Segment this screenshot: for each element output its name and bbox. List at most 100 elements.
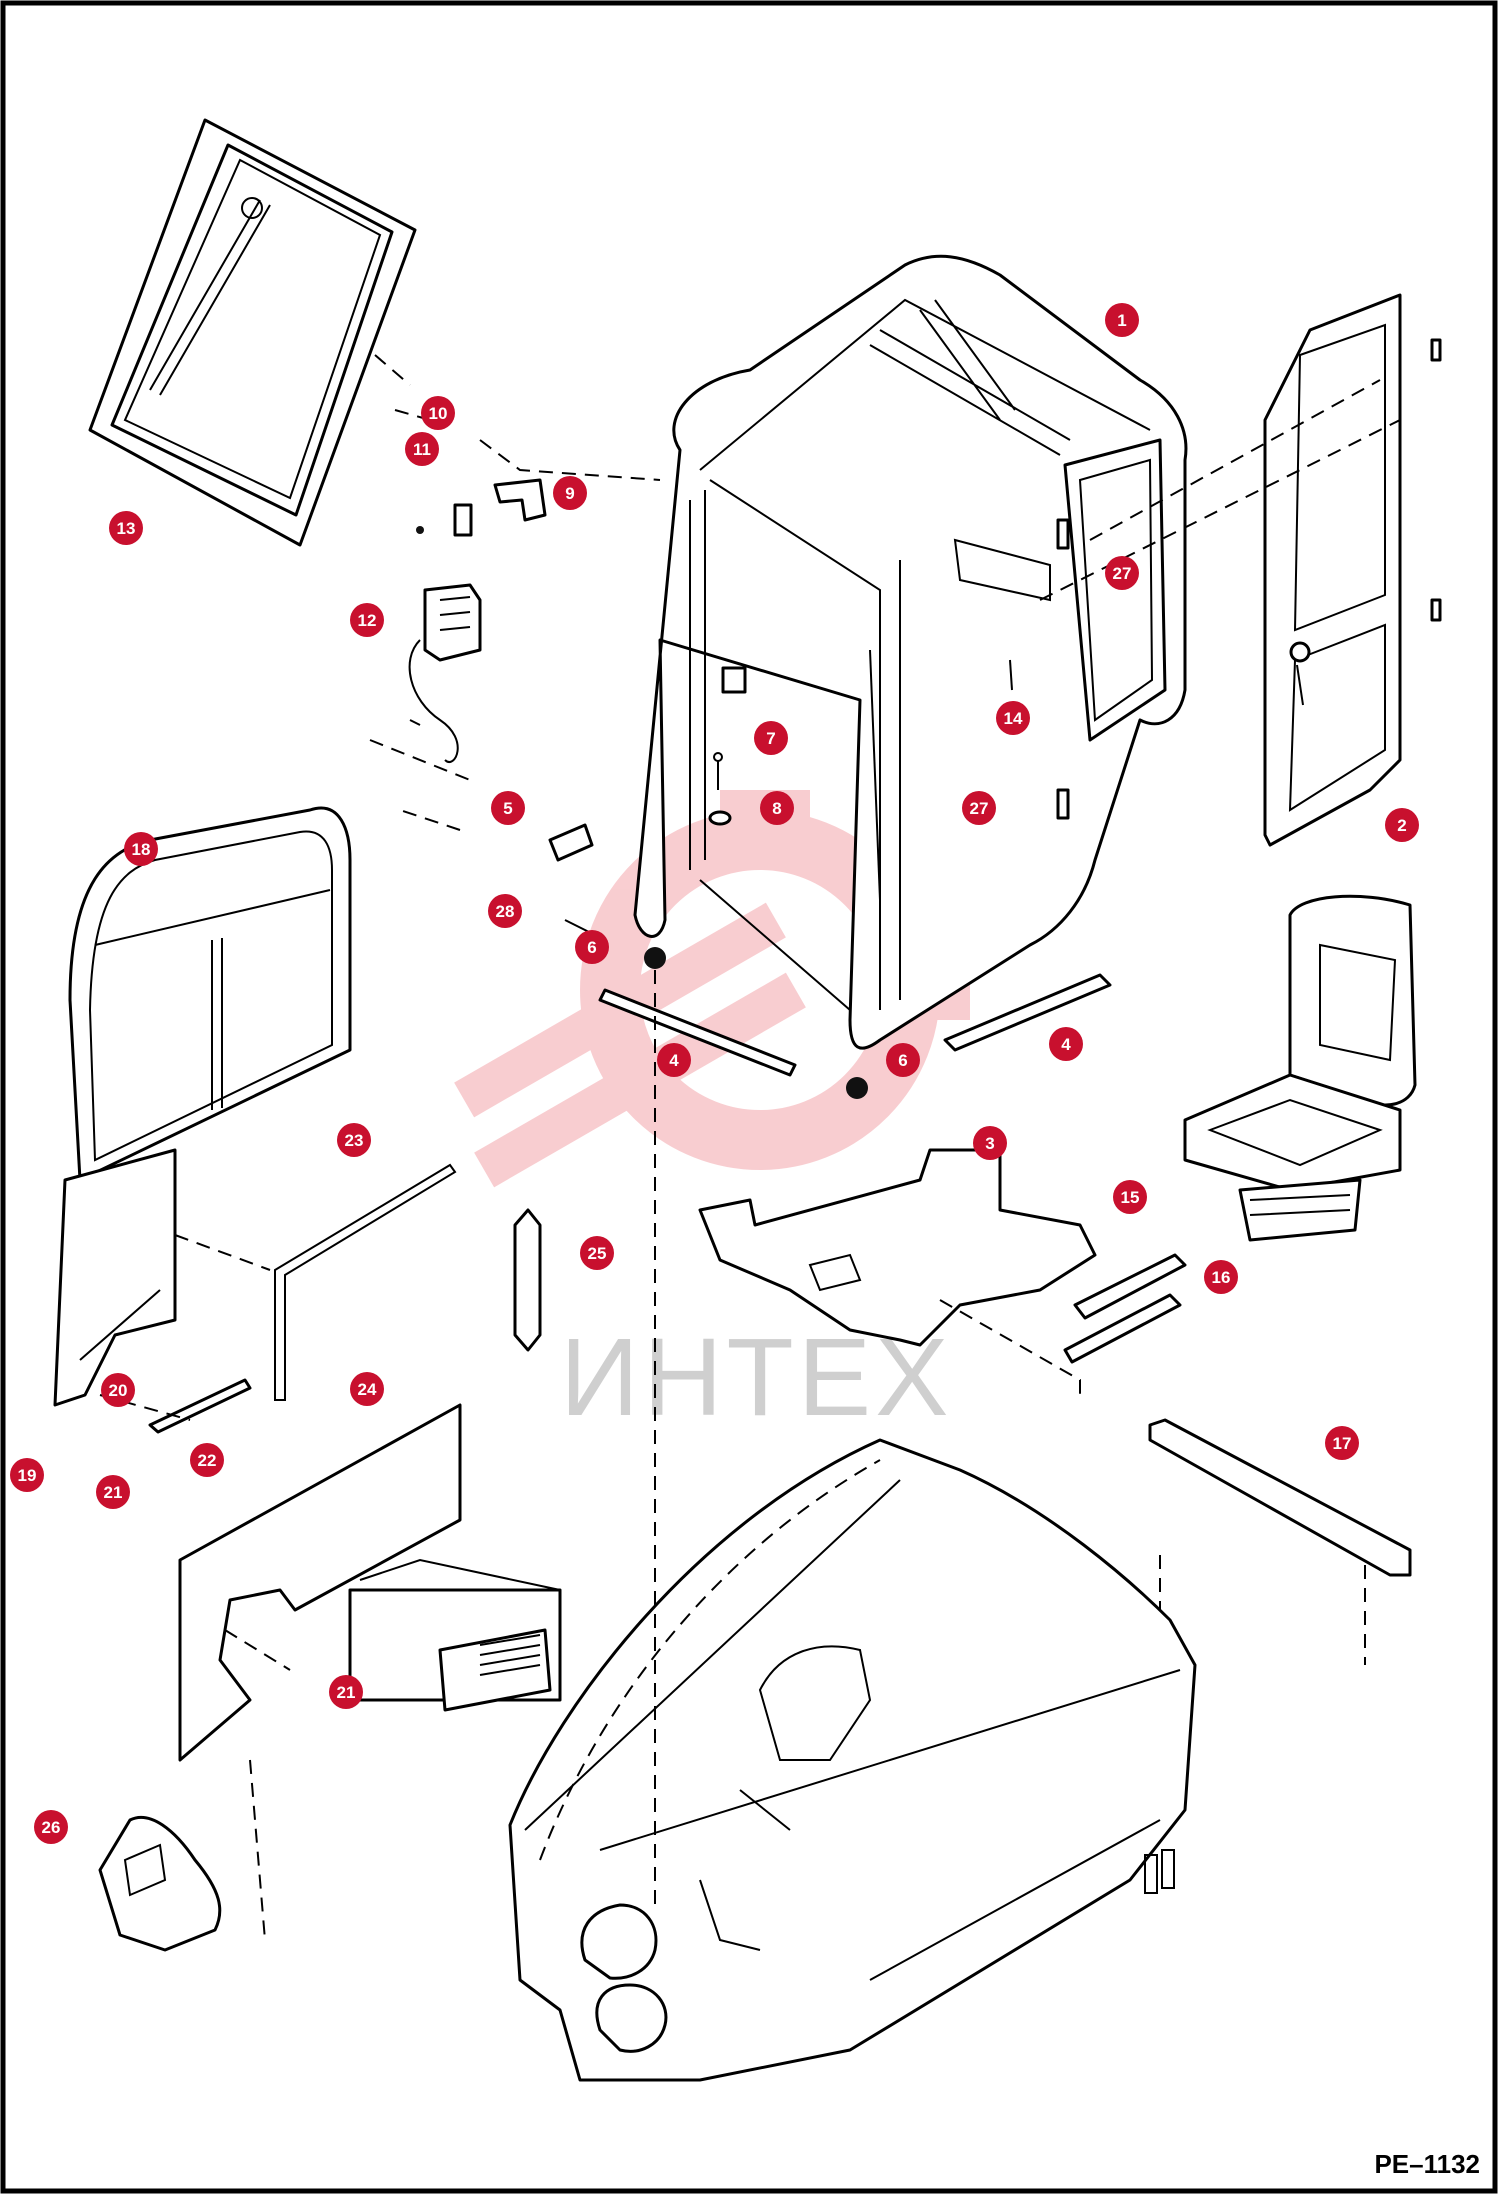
- callout-20: 20: [101, 1373, 135, 1407]
- svg-text:11: 11: [413, 440, 431, 459]
- callout-1: 1: [1105, 303, 1139, 337]
- callout-16: 16: [1204, 1260, 1238, 1294]
- svg-text:8: 8: [772, 799, 781, 818]
- svg-text:17: 17: [1333, 1434, 1352, 1453]
- part-26-vent: [98, 1815, 222, 1952]
- part-1-cab-frame: [633, 254, 1188, 1050]
- leader-dashes-left: [99, 1234, 271, 1421]
- part-18-side-window: [68, 806, 352, 1182]
- callout-28: 28: [488, 894, 522, 928]
- callout-14: 14: [996, 701, 1030, 735]
- callout-6-left: 6: [575, 930, 609, 964]
- callout-18: 18: [124, 832, 158, 866]
- svg-text:6: 6: [898, 1051, 907, 1070]
- leader-dash-rails: [939, 1299, 1081, 1395]
- svg-text:9: 9: [565, 484, 574, 503]
- svg-text:10: 10: [429, 404, 448, 423]
- svg-text:18: 18: [132, 840, 151, 859]
- callout-21-left: 21: [96, 1475, 130, 1509]
- part-16-rail: [1063, 1293, 1182, 1364]
- svg-text:22: 22: [198, 1451, 217, 1470]
- leader-dash-chassis: [539, 970, 881, 1905]
- svg-text:4: 4: [1061, 1035, 1071, 1054]
- callout-11: 11: [405, 432, 439, 466]
- part-19-lower-panel: [53, 1148, 177, 1407]
- seat: [1183, 894, 1417, 1242]
- part-9-bracket: [493, 478, 547, 522]
- callout-24: 24: [350, 1372, 384, 1406]
- callout-21-lower: 21: [329, 1675, 363, 1709]
- part-24-side-panel: [178, 1403, 562, 1762]
- svg-text:21: 21: [337, 1683, 356, 1702]
- svg-text:2: 2: [1397, 816, 1406, 835]
- part-27-latch-upper: [1056, 518, 1070, 550]
- svg-text:7: 7: [766, 729, 775, 748]
- part-22-strip: [148, 1378, 252, 1434]
- callout-15: 15: [1113, 1180, 1147, 1214]
- svg-text:19: 19: [18, 1466, 37, 1485]
- callout-6-right: 6: [886, 1043, 920, 1077]
- callout-4-left: 4: [657, 1043, 691, 1077]
- callout-2: 2: [1385, 808, 1419, 842]
- drawing-code: PE–1132: [1374, 2149, 1480, 2179]
- callout-8: 8: [760, 791, 794, 825]
- svg-text:15: 15: [1121, 1188, 1140, 1207]
- part-12-light-unit: [408, 583, 482, 763]
- callout-13: 13: [109, 511, 143, 545]
- callout-27-upper: 27: [1105, 556, 1139, 590]
- part-13-rear-window: [88, 118, 417, 547]
- svg-text:25: 25: [588, 1244, 607, 1263]
- svg-text:4: 4: [669, 1051, 679, 1070]
- callout-12: 12: [350, 603, 384, 637]
- svg-text:5: 5: [503, 799, 512, 818]
- part-23-rod: [274, 1163, 457, 1401]
- leader-dash-bar: [1159, 1555, 1366, 1665]
- part-4-seal-right: [943, 973, 1112, 1052]
- svg-text:3: 3: [985, 1134, 994, 1153]
- svg-text:28: 28: [496, 902, 515, 921]
- part-25-post: [513, 1208, 542, 1352]
- part-7-bolt: [713, 752, 723, 790]
- svg-text:16: 16: [1212, 1268, 1231, 1287]
- svg-text:23: 23: [345, 1131, 364, 1150]
- svg-text:14: 14: [1004, 709, 1023, 728]
- callout-5: 5: [491, 791, 525, 825]
- svg-text:6: 6: [587, 938, 596, 957]
- svg-text:26: 26: [42, 1818, 61, 1837]
- svg-text:27: 27: [1113, 564, 1132, 583]
- part-11-clip: [416, 503, 473, 537]
- part-4-seal-left: [598, 988, 797, 1077]
- svg-text:12: 12: [358, 611, 377, 630]
- part-17-bar: [1148, 1418, 1412, 1577]
- part-14-pin: [1009, 659, 1013, 691]
- svg-text:21: 21: [104, 1483, 123, 1502]
- upper-structure-chassis: [508, 1438, 1197, 2082]
- callout-25: 25: [580, 1236, 614, 1270]
- part-6-grommet-left: [644, 947, 666, 969]
- callout-9: 9: [553, 476, 587, 510]
- leader-dash-panel: [224, 1629, 291, 1941]
- part-2-door: [1263, 293, 1442, 847]
- callout-19: 19: [10, 1458, 44, 1492]
- callout-27-lower: 27: [962, 791, 996, 825]
- svg-text:13: 13: [117, 519, 136, 538]
- part-15-rail: [1073, 1253, 1187, 1320]
- callout-4-right: 4: [1049, 1027, 1083, 1061]
- callout-22: 22: [190, 1443, 224, 1477]
- callout-17: 17: [1325, 1426, 1359, 1460]
- part-8-washer: [708, 810, 732, 826]
- callout-7: 7: [754, 721, 788, 755]
- svg-text:27: 27: [970, 799, 989, 818]
- part-27-latch-lower: [1056, 788, 1070, 820]
- part-5-block: [548, 823, 594, 862]
- callout-26: 26: [34, 1810, 68, 1844]
- svg-text:20: 20: [109, 1381, 128, 1400]
- svg-text:1: 1: [1117, 311, 1126, 330]
- svg-text:24: 24: [358, 1380, 377, 1399]
- part-3-floor-mat: [698, 1148, 1097, 1347]
- callout-3: 3: [973, 1126, 1007, 1160]
- callout-23: 23: [337, 1123, 371, 1157]
- part-6-grommet-right: [846, 1077, 868, 1099]
